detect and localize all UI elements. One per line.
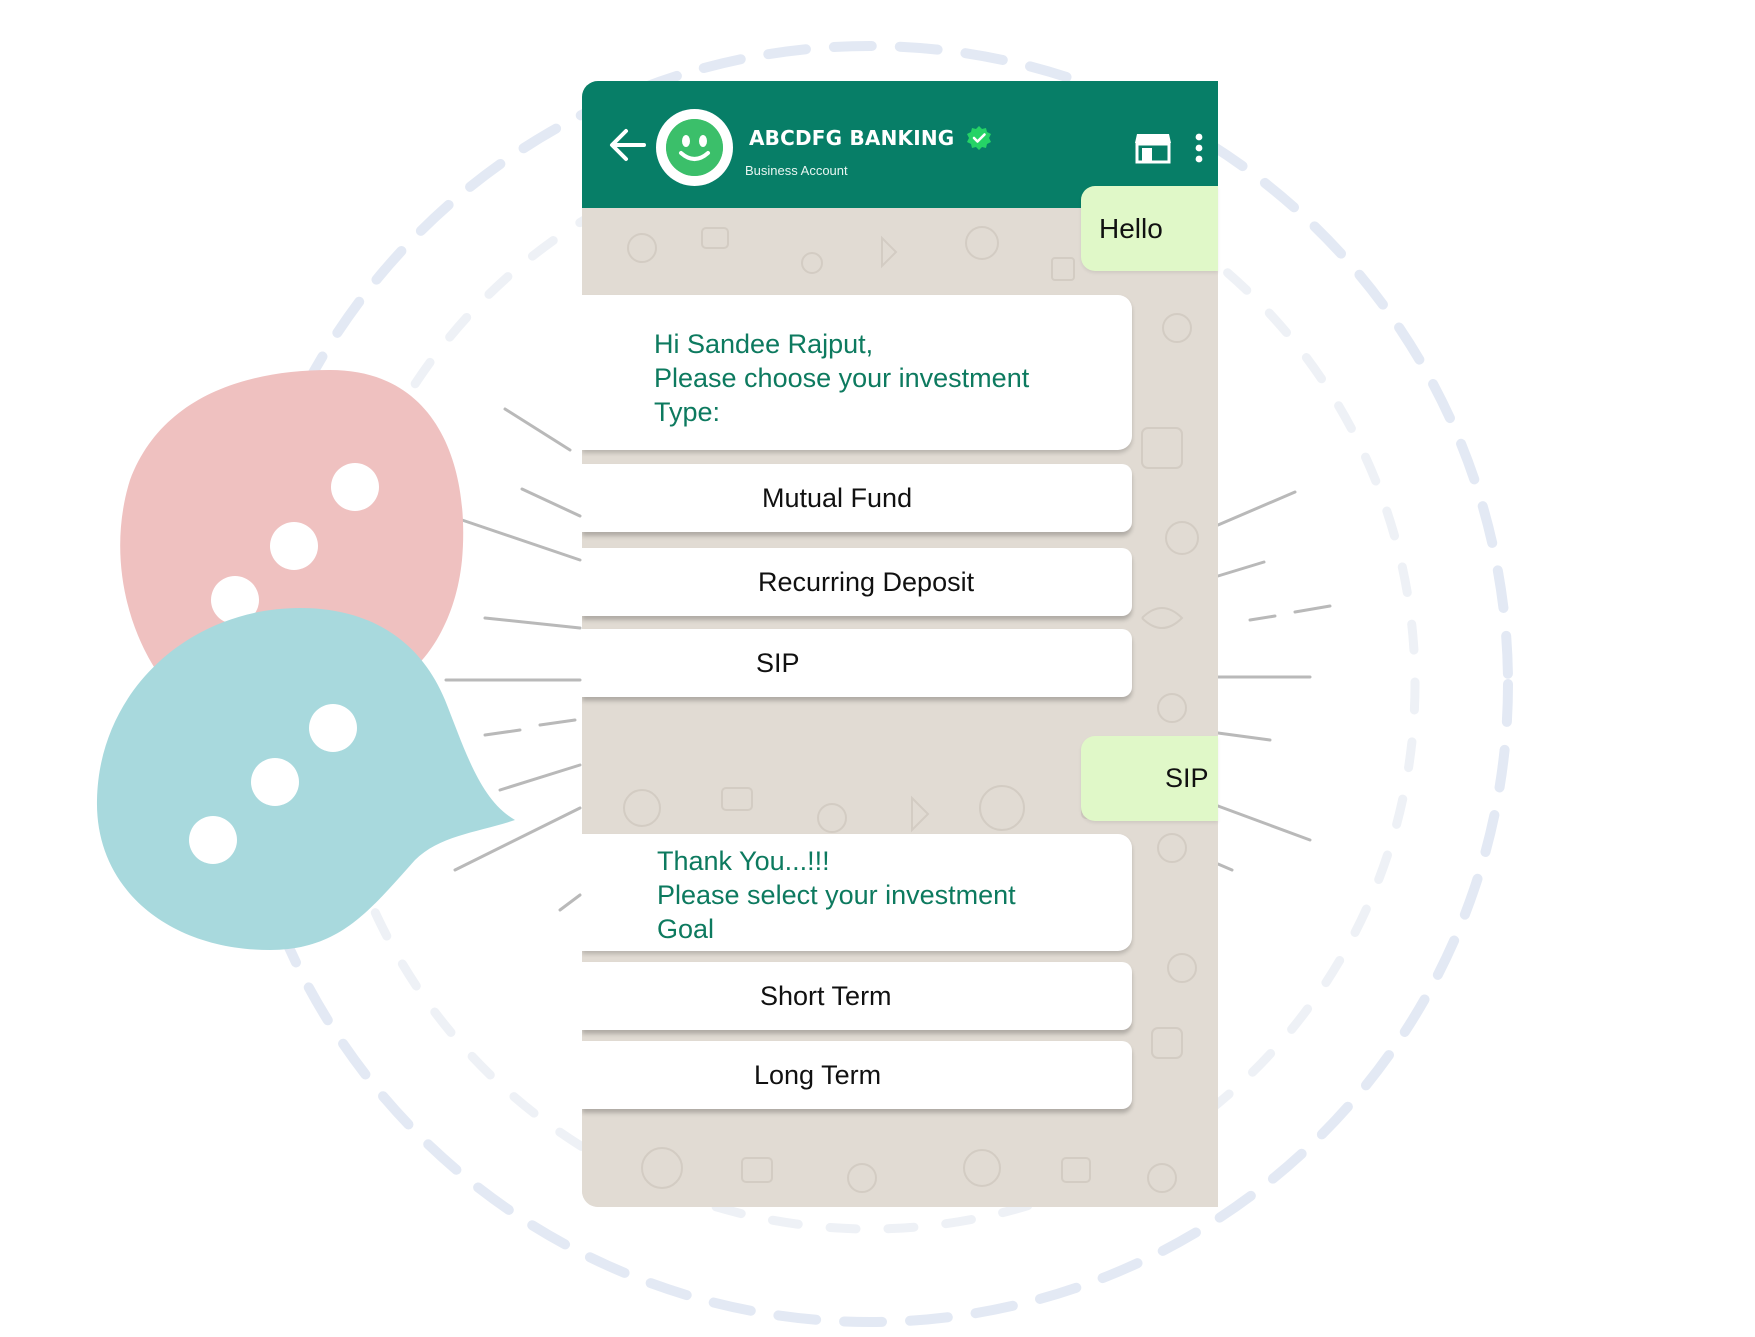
burst-lines	[444, 407, 1332, 912]
business-subtitle: Business Account	[745, 163, 848, 178]
option-short-term[interactable]: Short Term	[582, 962, 1132, 1030]
outgoing-message-sip: SIP	[1081, 736, 1218, 821]
option-label: SIP	[756, 647, 800, 678]
verified-badge-icon	[967, 126, 992, 150]
option-label: Short Term	[760, 980, 892, 1011]
option-recurring-deposit[interactable]: Recurring Deposit	[582, 548, 1132, 616]
back-arrow-icon[interactable]	[606, 125, 650, 165]
smiley-avatar-icon	[666, 119, 723, 176]
message-line: Goal	[657, 914, 715, 944]
option-sip[interactable]: SIP	[582, 629, 1132, 697]
more-vert-icon[interactable]	[1194, 131, 1204, 165]
incoming-message-2: Thank You...!!! Please select your inves…	[582, 834, 1132, 951]
avatar[interactable]	[656, 109, 733, 186]
message-line: Hi Sandee Rajput,	[654, 329, 874, 359]
business-name: ABCDFG BANKING	[749, 126, 955, 150]
option-label: Long Term	[754, 1059, 882, 1090]
option-label: Mutual Fund	[762, 482, 913, 513]
option-long-term[interactable]: Long Term	[582, 1041, 1132, 1109]
outgoing-message-hello: Hello	[1081, 186, 1218, 271]
message-text: SIP	[1165, 763, 1209, 793]
message-line: Please choose your investment	[654, 363, 1030, 393]
message-line: Thank You...!!!	[657, 846, 830, 876]
option-mutual-fund[interactable]: Mutual Fund	[582, 464, 1132, 532]
message-line: Type:	[654, 397, 721, 427]
incoming-message-1: Hi Sandee Rajput, Please choose your inv…	[582, 295, 1132, 450]
message-text: Hello	[1099, 212, 1163, 244]
store-icon[interactable]	[1134, 131, 1172, 165]
chat-phone-mockup: ABCDFG BANKING Business Account Hi Sande…	[582, 81, 1218, 1207]
message-line: Please select your investment	[657, 880, 1016, 910]
option-label: Recurring Deposit	[758, 566, 975, 597]
teal-typing-bubble	[96, 608, 515, 950]
title-row: ABCDFG BANKING	[749, 125, 992, 151]
